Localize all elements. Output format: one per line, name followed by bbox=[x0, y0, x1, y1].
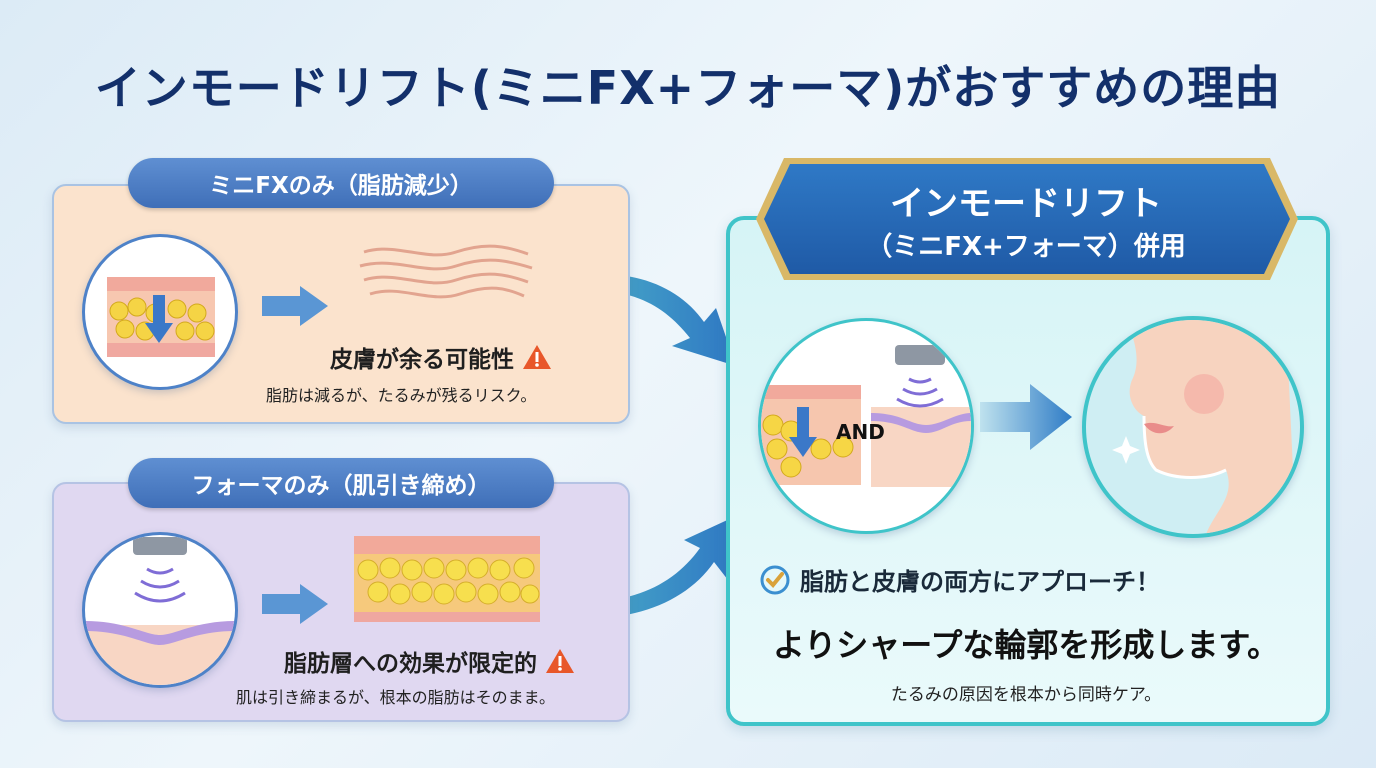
minifx-warning-title: 皮膚が余る可能性 bbox=[330, 347, 514, 373]
arrow-right-icon bbox=[262, 286, 328, 326]
sharp-jawline-face-illustration bbox=[1082, 316, 1304, 538]
arrow-right-icon bbox=[262, 584, 328, 624]
warning-triangle-icon bbox=[523, 345, 551, 369]
combined-illustration bbox=[758, 318, 974, 534]
arrow-icon bbox=[548, 274, 736, 366]
check-circle-icon bbox=[760, 565, 790, 594]
fat-layer-illustration bbox=[354, 536, 540, 622]
skin-tightening-illustration bbox=[82, 532, 238, 688]
and-label: AND bbox=[836, 420, 885, 444]
minifx-warning-desc: 脂肪は減るが、たるみが残るリスク。 bbox=[266, 386, 537, 405]
result-text: よりシャープな輪郭を形成します。 bbox=[772, 626, 1280, 664]
care-note: たるみの原因を根本から同時ケア。 bbox=[890, 685, 1162, 705]
fat-reduction-illustration bbox=[82, 234, 238, 390]
rf-device-icon bbox=[133, 537, 187, 555]
banner-subtitle: （ミニFX+フォーマ）併用 bbox=[866, 232, 1186, 262]
forma-warning-title: 脂肪層への効果が限定的 bbox=[284, 651, 537, 677]
arrow-right-icon bbox=[980, 384, 1072, 450]
loose-skin-wave-icon bbox=[359, 244, 533, 299]
arrow-down-icon bbox=[789, 407, 817, 457]
rf-device-icon bbox=[895, 345, 945, 365]
signal-waves-icon bbox=[134, 567, 186, 603]
sparkle-icon bbox=[1112, 436, 1140, 464]
forma-header: フォーマのみ（肌引き締め） bbox=[128, 458, 554, 508]
minifx-header: ミニFXのみ（脂肪減少） bbox=[128, 158, 554, 208]
signal-waves-icon bbox=[896, 377, 944, 408]
page-title: インモードリフト(ミニFX+フォーマ)がおすすめの理由 bbox=[94, 61, 1282, 115]
arrow-icon bbox=[548, 516, 736, 619]
warning-triangle-icon bbox=[546, 649, 574, 673]
approach-text: 脂肪と皮膚の両方にアプローチ！ bbox=[800, 568, 1160, 596]
arrow-down-icon bbox=[145, 295, 173, 343]
forma-warning-desc: 肌は引き締まるが、根本の脂肪はそのまま。 bbox=[236, 688, 556, 707]
banner-title: インモードリフト bbox=[890, 184, 1162, 224]
combined-banner bbox=[756, 158, 1298, 280]
